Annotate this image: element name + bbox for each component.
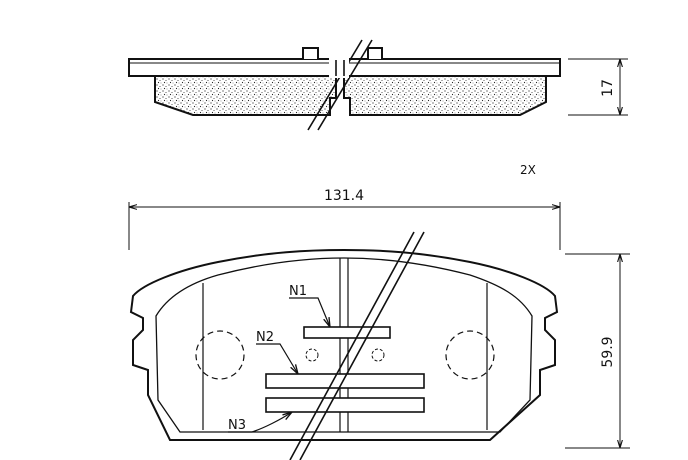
friction-material-left — [154, 75, 337, 116]
plate-tab-left — [302, 47, 319, 59]
plate-tab-right — [367, 47, 383, 59]
callout-n3: N3 — [228, 418, 246, 433]
front-view — [129, 231, 559, 460]
callout-n2: N2 — [256, 330, 274, 345]
height-dimension — [565, 253, 630, 449]
friction-pad-outline — [155, 257, 533, 433]
width-dimension — [128, 202, 561, 250]
mounting-hole-right — [445, 330, 495, 380]
thickness-dimension-label: 17 — [600, 79, 616, 97]
backing-plate-outline — [129, 248, 559, 441]
shim-bar-n3 — [265, 397, 425, 413]
shim-bar-n1 — [303, 326, 391, 339]
quantity-label: 2X — [520, 163, 536, 177]
height-dimension-label: 59.9 — [600, 336, 616, 367]
side-view — [128, 39, 628, 131]
friction-material-right — [343, 75, 547, 116]
shim-bar-n2 — [265, 373, 425, 389]
mounting-hole-left — [195, 330, 245, 380]
width-dimension-label: 131.4 — [324, 188, 364, 204]
callout-n1: N1 — [289, 284, 307, 299]
